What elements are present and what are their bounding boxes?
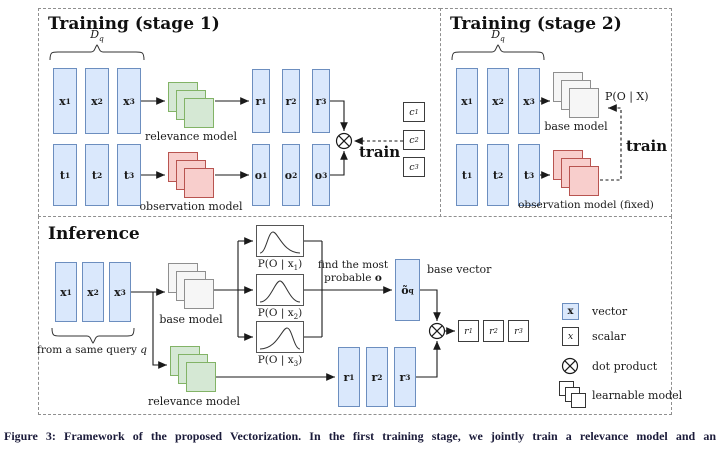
figure-caption: Figure 3: Framework of the proposed Vect… xyxy=(4,429,716,443)
base-model-label-stage2: base model xyxy=(544,120,608,133)
base-model-stack-stage2 xyxy=(553,72,599,118)
relevance-model-stack-inference xyxy=(170,346,216,392)
relevance-model-label-stage1: relevance model xyxy=(145,130,237,143)
legend-scalar-swatch: x xyxy=(562,327,579,346)
bell-curve-1 xyxy=(259,231,301,254)
inference-title: Inference xyxy=(48,224,140,244)
query-note: from a same query q xyxy=(37,344,147,356)
stage1-title: Training (stage 1) xyxy=(48,14,220,34)
bell-curve-2 xyxy=(259,280,301,303)
observation-model-stack-stage1 xyxy=(168,152,214,198)
distribution-plot-1 xyxy=(256,225,304,257)
panel-training-stage2 xyxy=(440,8,672,217)
observation-model-stack-stage2 xyxy=(553,150,599,196)
bell-curve-3 xyxy=(259,327,301,350)
legend-dot-product-label: dot product xyxy=(592,360,658,373)
relevance-model-label-inference: relevance model xyxy=(148,395,240,408)
legend-scalar-label: scalar xyxy=(592,330,626,343)
dataset-symbol-stage2: Dq xyxy=(491,28,505,44)
distribution-label-1: P(O | x1) xyxy=(257,258,303,273)
legend-vector-swatch: x xyxy=(562,303,579,320)
train-label-stage2: train xyxy=(626,137,668,155)
base-vector-label: base vector xyxy=(427,263,492,276)
distribution-label-3: P(O | x3) xyxy=(257,354,303,369)
distribution-plot-2 xyxy=(256,274,304,306)
distribution-plot-3 xyxy=(256,321,304,353)
prob-label-stage2: P(O | X) xyxy=(605,90,649,103)
train-label-stage1: train xyxy=(359,143,401,161)
distribution-label-2: P(O | x2) xyxy=(257,307,303,322)
observation-model-label-stage2: observation model (fixed) xyxy=(518,199,654,211)
base-model-label-inference: base model xyxy=(159,313,223,326)
base-model-stack-inference xyxy=(168,263,214,309)
legend-learnable-model-stack xyxy=(559,381,586,408)
legend-vector-label: vector xyxy=(592,305,628,318)
relevance-model-stack-stage1 xyxy=(168,82,214,128)
stage2-title: Training (stage 2) xyxy=(450,14,622,34)
find-most-probable-note: find the most probable o xyxy=(317,259,389,284)
legend-learnable-model-label: learnable model xyxy=(592,389,683,402)
observation-model-label-stage1: observation model xyxy=(139,200,243,213)
dataset-symbol-stage1: Dq xyxy=(90,28,104,44)
